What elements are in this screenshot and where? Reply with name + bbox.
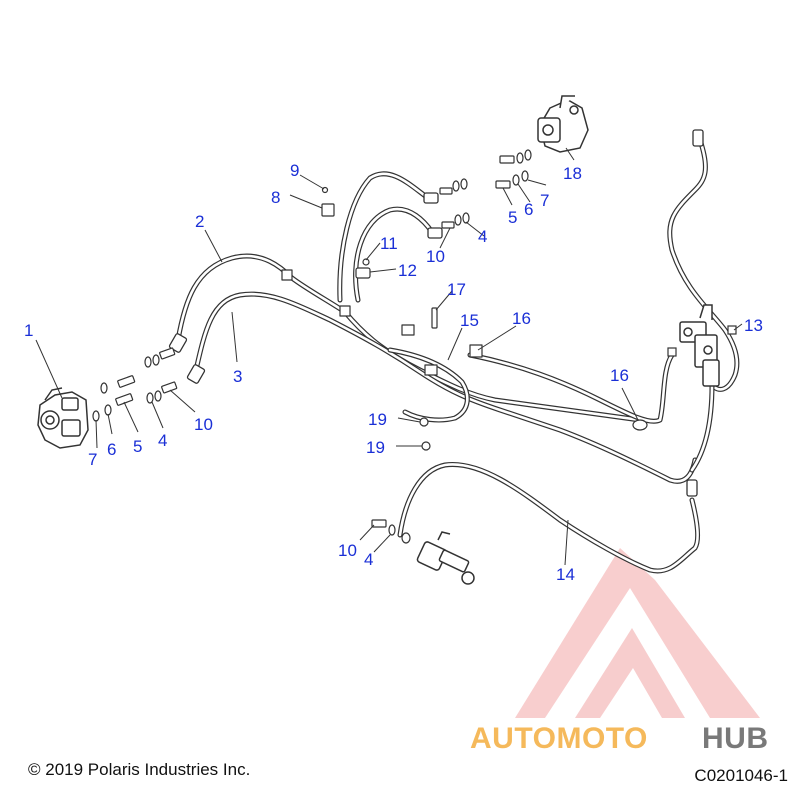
callout-19-upper: 19 [368, 410, 387, 429]
brake-line-upper-a [337, 171, 431, 303]
callout-13: 13 [744, 316, 763, 335]
master-cylinder-18 [537, 95, 589, 153]
copyright-text: © 2019 Polaris Industries Inc. [28, 760, 251, 779]
callout-6-left: 6 [107, 440, 116, 459]
brake-caliper-1 [37, 387, 89, 449]
callout-15: 15 [460, 311, 479, 330]
proportioning-valve [679, 304, 720, 387]
callout-5-upper: 5 [508, 208, 517, 227]
drawing-id-text: C0201046-1 [694, 766, 788, 785]
rear-master-cylinder [416, 531, 475, 585]
callout-8: 8 [271, 188, 280, 207]
callout-10-left: 10 [194, 415, 213, 434]
callout-5-left: 5 [133, 437, 142, 456]
callouts: 1 2 3 4 4 4 5 5 6 6 7 7 8 9 10 10 10 11 … [24, 161, 763, 584]
callout-6-upper: 6 [524, 200, 533, 219]
callout-11: 11 [380, 234, 398, 253]
callout-7-upper: 7 [540, 191, 549, 210]
callout-9: 9 [290, 161, 299, 180]
callout-19-lower: 19 [366, 438, 385, 457]
callout-4-upper: 4 [478, 227, 487, 246]
callout-17: 17 [447, 280, 466, 299]
leader-lines [35, 147, 743, 566]
hardware [92, 149, 737, 544]
callout-16-lower: 16 [610, 366, 629, 385]
callout-16-upper: 16 [512, 309, 531, 328]
brake-line-rear-link [689, 382, 715, 473]
callout-10-bottom: 10 [338, 541, 357, 560]
callout-4-bottom: 4 [364, 550, 373, 569]
brake-line-14 [397, 461, 701, 574]
brake-line-2 [175, 253, 643, 423]
callout-18: 18 [563, 164, 582, 183]
callout-2: 2 [195, 212, 204, 231]
brake-line-upper-b [353, 206, 435, 303]
brake-line-3 [193, 291, 698, 484]
watermark-text-automoto: AUTOMOTO [470, 722, 648, 755]
brake-line-16 [467, 352, 675, 424]
brake-lines [168, 129, 740, 574]
callout-1: 1 [24, 321, 33, 340]
callout-12: 12 [398, 261, 417, 280]
callout-4-left: 4 [158, 431, 167, 450]
brake-line-13 [667, 137, 740, 392]
brake-line-15 [387, 347, 470, 423]
callout-10-upper: 10 [426, 247, 445, 266]
callout-3: 3 [233, 367, 242, 386]
watermark-text-hub: HUB [702, 722, 769, 755]
callout-14: 14 [556, 565, 575, 584]
callout-7-left: 7 [88, 450, 97, 469]
watermark-logo: AUTOMOTO HUB [470, 548, 769, 755]
